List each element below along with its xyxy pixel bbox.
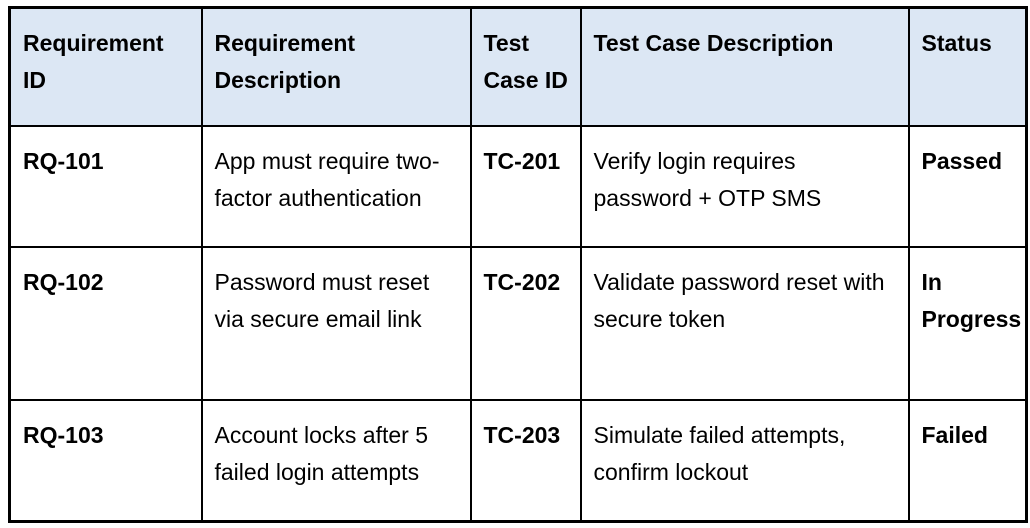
cell-requirement-description: App must require two-factor authenticati… xyxy=(200,124,472,248)
requirements-test-matrix-table: Requirement ID Requirement Description T… xyxy=(8,6,1028,523)
cell-status: In Progress xyxy=(907,245,1028,401)
table-row: RQ-101 App must require two-factor authe… xyxy=(8,124,1028,248)
cell-status: Passed xyxy=(907,124,1028,248)
cell-test-case-id: TC-202 xyxy=(469,245,582,401)
cell-test-case-description: Validate password reset with secure toke… xyxy=(579,245,910,401)
header-cell-requirement-description: Requirement Description xyxy=(200,6,472,127)
table-row: RQ-103 Account locks after 5 failed logi… xyxy=(8,398,1028,523)
cell-requirement-id: RQ-101 xyxy=(8,124,203,248)
cell-requirement-description: Password must reset via secure email lin… xyxy=(200,245,472,401)
header-cell-status: Status xyxy=(907,6,1028,127)
cell-test-case-id: TC-203 xyxy=(469,398,582,523)
cell-requirement-description: Account locks after 5 failed login attem… xyxy=(200,398,472,523)
cell-test-case-description: Simulate failed attempts, confirm lockou… xyxy=(579,398,910,523)
cell-test-case-id: TC-201 xyxy=(469,124,582,248)
table-row: RQ-102 Password must reset via secure em… xyxy=(8,245,1028,401)
header-cell-test-case-description: Test Case Description xyxy=(579,6,910,127)
header-cell-test-case-id: Test Case ID xyxy=(469,6,582,127)
header-cell-requirement-id: Requirement ID xyxy=(8,6,203,127)
cell-status: Failed xyxy=(907,398,1028,523)
cell-requirement-id: RQ-103 xyxy=(8,398,203,523)
cell-test-case-description: Verify login requires password + OTP SMS xyxy=(579,124,910,248)
table-header-row: Requirement ID Requirement Description T… xyxy=(8,6,1028,127)
cell-requirement-id: RQ-102 xyxy=(8,245,203,401)
